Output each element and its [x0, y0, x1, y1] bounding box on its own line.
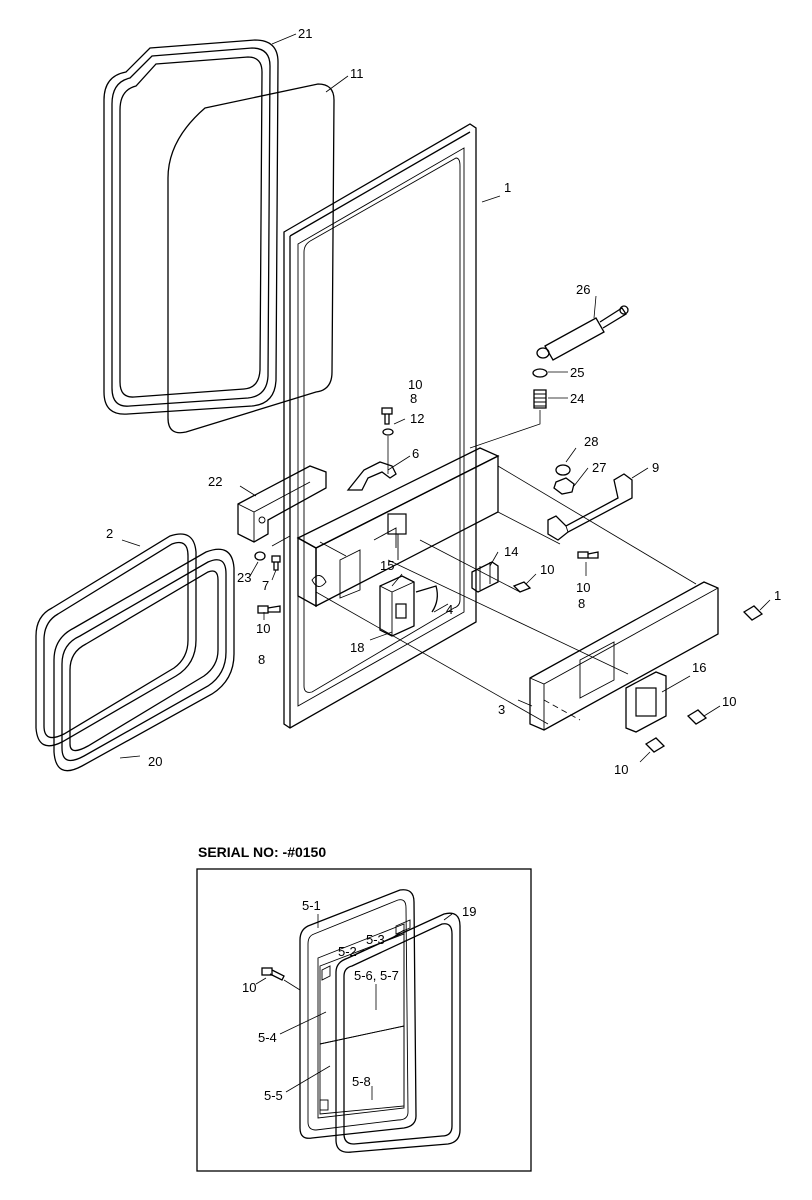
- label-part-2: 2: [106, 526, 113, 541]
- bracket-22: [237, 465, 327, 543]
- o-ring-25: [532, 368, 548, 378]
- label-part-12: 12: [410, 411, 424, 426]
- label-part-11: 11: [350, 66, 364, 81]
- label-inset-5-8: 5-8: [352, 1074, 371, 1089]
- inset-box: [196, 868, 532, 1172]
- screw-10: [381, 407, 393, 425]
- serial-heading: SERIAL NO: -#0150: [198, 844, 326, 860]
- rod-4: [415, 585, 438, 613]
- latch-plate-16: [625, 671, 667, 733]
- glass-pane-11: [167, 83, 335, 434]
- label-part-10-top: 10: [408, 377, 422, 392]
- latch-18: [379, 575, 415, 637]
- label-part-22: 22: [208, 474, 222, 489]
- label-part-27: 27: [592, 460, 606, 475]
- label-inset-19: 19: [462, 904, 476, 919]
- inset-window-assembly: [299, 889, 417, 1139]
- screw-10-hinge: [577, 551, 599, 559]
- label-part-21: 21: [298, 26, 312, 41]
- hinge-bracket-9: [547, 473, 633, 541]
- label-inset-5-4: 5-4: [258, 1030, 277, 1045]
- label-part-18: 18: [350, 640, 364, 655]
- label-part-4: 4: [446, 602, 453, 617]
- handle-6: [346, 461, 397, 491]
- label-part-14: 14: [504, 544, 518, 559]
- label-inset-5-6-5-7: 5-6, 5-7: [354, 968, 399, 983]
- label-part-1-cover: 1: [774, 588, 781, 603]
- label-part-10-left: 10: [256, 621, 270, 636]
- label-part-15: 15: [380, 558, 394, 573]
- screw-10-lower-left: [257, 605, 281, 614]
- label-part-16: 16: [692, 660, 706, 675]
- lock-box-assembly: [296, 447, 500, 608]
- label-part-3: 3: [498, 702, 505, 717]
- screw-7: [271, 555, 281, 571]
- cover-plate-3: [529, 581, 719, 731]
- washer-28: [555, 464, 571, 476]
- window-seal-21: [103, 39, 279, 415]
- label-part-10-bottom: 10: [614, 762, 628, 777]
- label-part-28: 28: [584, 434, 598, 449]
- screw-1-cover: [742, 605, 764, 621]
- label-part-7: 7: [262, 578, 269, 593]
- screw-10-plate-a: [686, 709, 708, 725]
- door-frame-1: [283, 123, 477, 729]
- label-part-25: 25: [570, 365, 584, 380]
- inset-seal-19: [335, 912, 461, 1153]
- label-part-8-left: 8: [258, 652, 265, 667]
- label-inset-5-1: 5-1: [302, 898, 321, 913]
- label-inset-10: 10: [242, 980, 256, 995]
- label-part-8-top: 8: [410, 391, 417, 406]
- screw-10-striker: [512, 581, 532, 593]
- label-part-24: 24: [570, 391, 584, 406]
- seal-frame-20: [53, 548, 235, 772]
- nut-27: [553, 477, 575, 495]
- threaded-stud-24: [533, 389, 547, 409]
- label-part-23: 23: [237, 570, 251, 585]
- label-part-10-plate: 10: [722, 694, 736, 709]
- label-part-6: 6: [412, 446, 419, 461]
- label-part-9: 9: [652, 460, 659, 475]
- gas-strut-26: [536, 305, 629, 361]
- label-part-1: 1: [504, 180, 511, 195]
- washer-23: [254, 551, 266, 561]
- label-part-8-hinge: 8: [578, 596, 585, 611]
- washer-12: [382, 428, 394, 436]
- label-part-20: 20: [148, 754, 162, 769]
- hidden-edge-line: [543, 699, 581, 721]
- label-inset-5-3: 5-3: [366, 932, 385, 947]
- screw-10-plate-b: [644, 737, 666, 753]
- label-part-10-hinge: 10: [576, 580, 590, 595]
- label-part-10-striker: 10: [540, 562, 554, 577]
- label-inset-5-2: 5-2: [338, 944, 357, 959]
- label-inset-5-5: 5-5: [264, 1088, 283, 1103]
- inset-screw-10: [261, 967, 285, 981]
- label-part-26: 26: [576, 282, 590, 297]
- lower-seal-2: [35, 533, 197, 747]
